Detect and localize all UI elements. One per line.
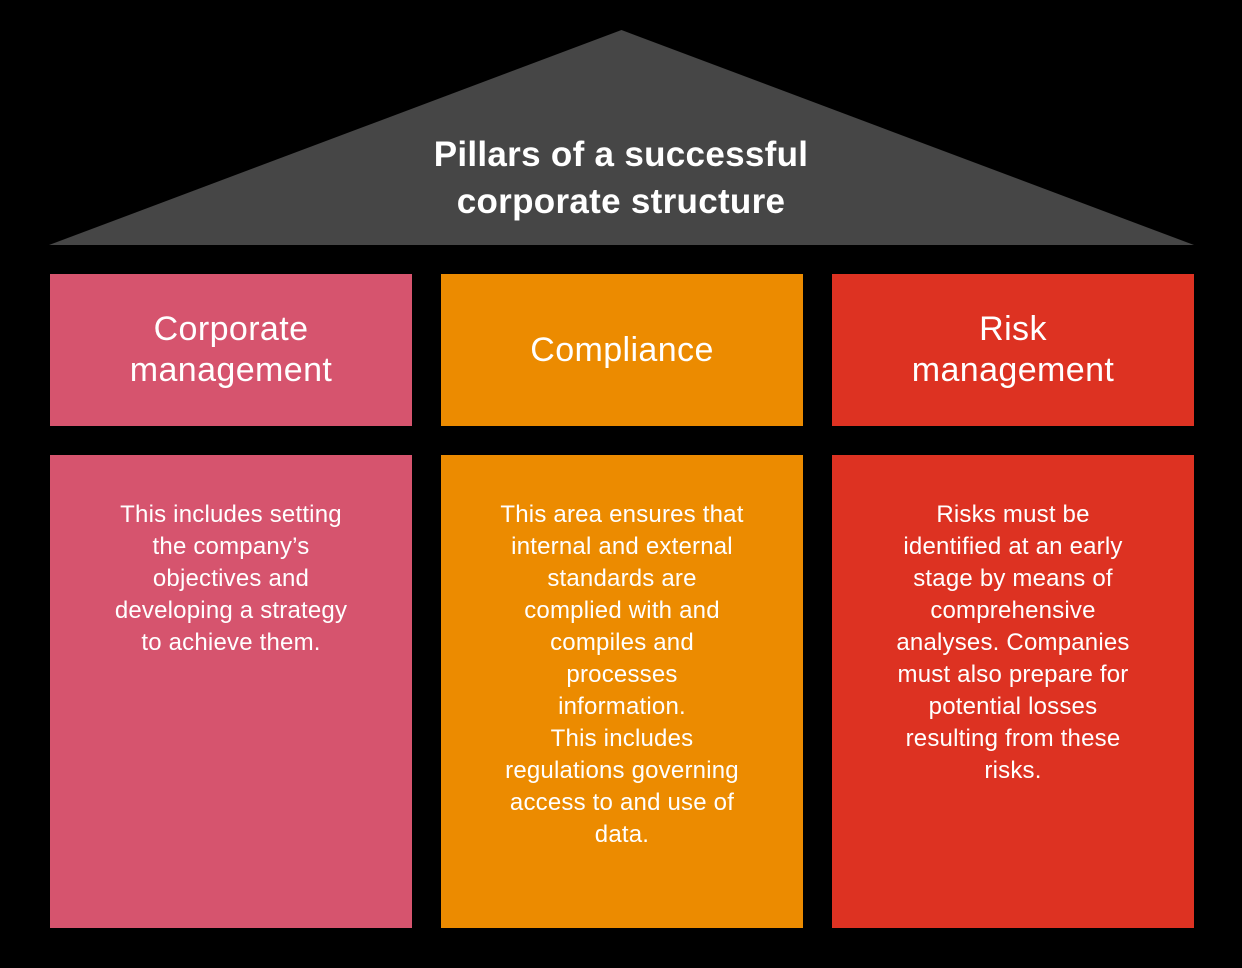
roof-triangle-icon (49, 30, 1194, 245)
pillar-header-corporate-management: Corporate management (50, 274, 412, 426)
pillar-corporate-management: Corporate management This includes setti… (50, 274, 412, 928)
diagram-title: Pillars of a successful corporate struct… (433, 135, 809, 221)
pillar-risk-management: Risk management Risks must be identified… (832, 274, 1194, 928)
roof-shape (49, 30, 1194, 245)
pillar-body-compliance: This area ensures that internal and exte… (441, 455, 803, 928)
pillar-header-compliance: Compliance (441, 274, 803, 426)
pillar-compliance: Compliance This area ensures that intern… (441, 274, 803, 928)
pillar-body-risk-management: Risks must be identified at an early sta… (832, 455, 1194, 928)
pillar-header-risk-management: Risk management (832, 274, 1194, 426)
pillar-body-corporate-management: This includes setting the company’s obje… (50, 455, 412, 928)
